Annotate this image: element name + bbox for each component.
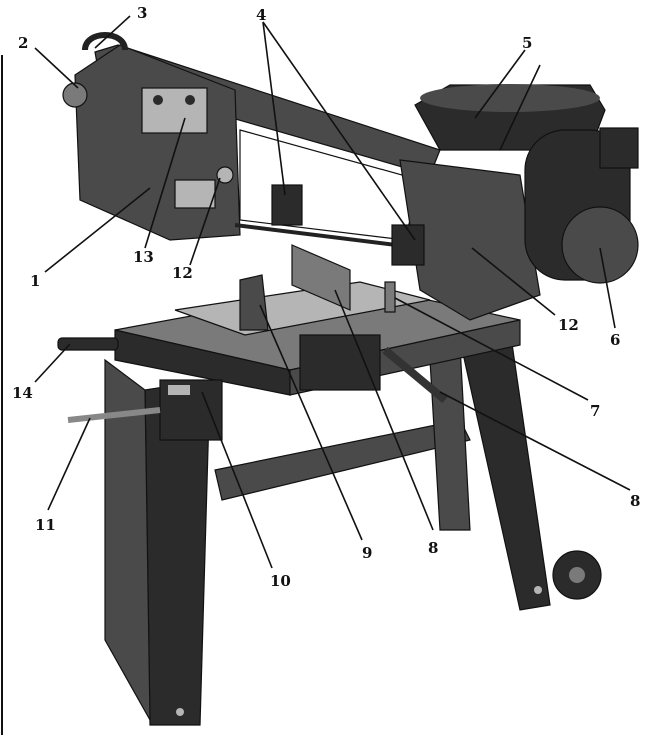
leader-lines [34,15,631,569]
foot-bolt [534,586,542,594]
motor-fan-cover [561,206,639,284]
blade-guide-right [391,224,425,266]
saw-bow [62,32,541,321]
stand [104,329,602,726]
adjust-post [384,281,396,313]
gearbox-housing [399,159,541,321]
leader-13 [144,117,186,249]
leader-12b [471,247,556,316]
callout-8a: 8 [630,492,640,510]
callout-3: 3 [137,4,147,22]
lower-shelf [214,419,471,501]
callout-5: 5 [522,34,532,52]
saw-blade [234,223,421,250]
leader-12a [189,177,221,266]
leader-3 [94,15,131,49]
callout-11: 11 [35,516,56,534]
callout-13: 13 [133,248,154,266]
belt-cover-top [420,84,600,112]
adjust-knob [216,166,234,184]
work-table [174,281,431,336]
leader-5a [474,49,526,119]
vise-fixed-jaw [239,274,269,331]
callout-labels: 1 2 3 4 5 6 7 8 8 9 10 11 12 12 13 14 [12,4,640,590]
callout-9: 9 [362,544,372,562]
callout-14: 14 [12,384,33,402]
callout-2: 2 [18,34,28,52]
tension-bolt [153,95,163,105]
leader-14 [34,343,71,383]
foot-bolt [176,708,184,716]
feed-handle [57,337,119,351]
bow-handle [82,32,128,51]
blade-guide-left [271,184,303,226]
callout-10: 10 [270,572,291,590]
callout-6: 6 [610,331,620,349]
tension-gauge [174,179,216,209]
callout-8b: 8 [428,539,438,557]
tension-plate [141,87,208,134]
leader-1 [44,187,151,273]
motor-junction-box [599,127,639,169]
wheel-hub [569,567,585,583]
callout-12b: 12 [558,316,579,334]
stop-rod [67,407,161,423]
leader-8b [334,289,434,531]
vise-screw [382,346,448,404]
callout-7: 7 [590,402,600,420]
vise-moving-jaw [291,244,351,311]
leader-4b [262,21,416,241]
right-rear-leg [429,344,471,531]
leader-2 [34,47,79,89]
switch-button [168,385,190,395]
base [57,244,521,441]
leader-6 [599,247,616,329]
leader-4a [262,21,286,196]
callout-12a: 12 [172,264,193,282]
callout-4: 4 [256,6,266,24]
wheel-housing-left [74,44,241,241]
tension-knob [62,82,88,108]
leader-7 [394,297,589,401]
leader-8a [439,391,631,491]
leader-10 [201,391,273,569]
tension-bolt [185,95,195,105]
motor-assembly [414,84,639,284]
vise-block [299,334,381,391]
leader-5b [499,64,541,151]
left-rear-leg [104,358,151,721]
leader-11 [47,417,91,511]
leader-9 [259,304,363,541]
callout-1: 1 [30,272,40,290]
